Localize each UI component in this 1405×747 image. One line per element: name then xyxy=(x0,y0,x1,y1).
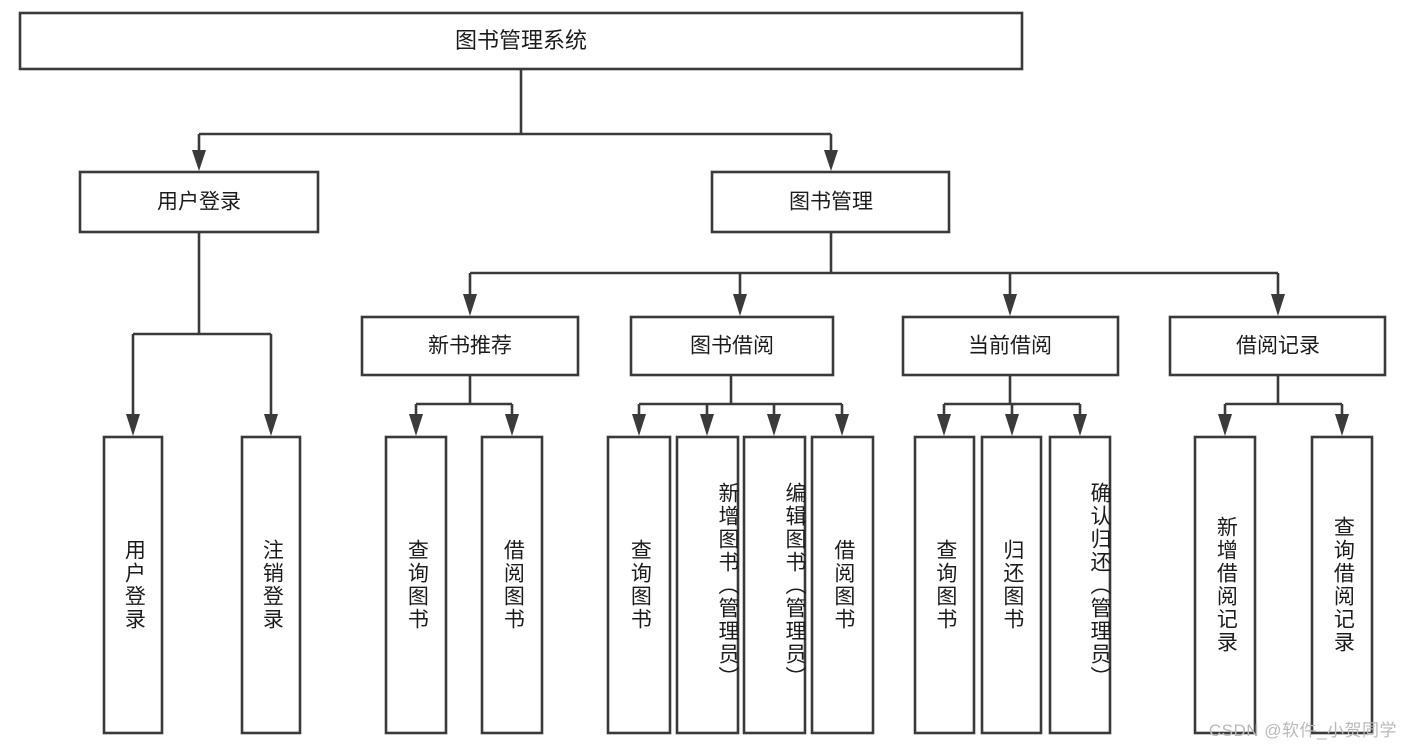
connector-currentborrow-to-leaves xyxy=(937,375,1087,436)
connector-bookmanage-to-level2 xyxy=(463,232,1285,316)
watermark-text: CSDN @软件_小贺同学 xyxy=(1208,721,1397,740)
node-box-leaf-logout-login[interactable] xyxy=(240,435,302,735)
leaf-boxes xyxy=(102,435,1374,735)
node-box-book-manage[interactable] xyxy=(710,170,951,234)
node-box-leaf-add-book[interactable] xyxy=(675,435,740,735)
arrow-head-icon xyxy=(1005,414,1019,436)
connector-userlogin-to-leaves xyxy=(126,232,278,436)
arrow-head-icon xyxy=(126,414,140,436)
node-current-borrow[interactable]: 当前借阅 xyxy=(901,315,1120,377)
node-root[interactable]: 图书管理系统 xyxy=(18,11,1024,71)
arrow-head-icon xyxy=(1073,414,1087,436)
arrow-head-icon xyxy=(700,414,714,436)
arrow-head-icon xyxy=(1003,294,1017,316)
arrow-head-icon xyxy=(505,414,519,436)
node-box-leaf-edit-book[interactable] xyxy=(742,435,807,735)
arrow-head-icon xyxy=(1271,294,1285,316)
node-book-borrow[interactable]: 图书借阅 xyxy=(629,315,835,377)
node-box-leaf-borrow-book-2[interactable] xyxy=(810,435,875,735)
node-box-leaf-confirm-return[interactable] xyxy=(1048,435,1112,735)
arrow-head-icon xyxy=(937,414,951,436)
arrow-head-icon xyxy=(824,150,838,171)
node-label-new-book-recommend: 新书推荐 xyxy=(428,335,512,358)
arrow-head-icon xyxy=(409,414,423,436)
node-box-leaf-query-book-2[interactable] xyxy=(606,435,672,735)
node-box-root[interactable] xyxy=(18,11,1024,71)
arrow-head-icon xyxy=(835,414,849,436)
node-box-leaf-borrow-book-1[interactable] xyxy=(480,435,544,735)
arrow-head-icon xyxy=(632,414,646,436)
node-new-book-recommend[interactable]: 新书推荐 xyxy=(360,315,580,377)
node-label-book-borrow: 图书借阅 xyxy=(690,335,774,358)
node-box-user-login[interactable] xyxy=(78,170,320,234)
node-borrow-record[interactable]: 借阅记录 xyxy=(1168,315,1387,377)
node-book-manage[interactable]: 图书管理 xyxy=(710,170,951,234)
arrow-head-icon xyxy=(1218,414,1232,436)
node-label-borrow-record: 借阅记录 xyxy=(1236,335,1320,358)
node-box-leaf-add-record[interactable] xyxy=(1193,435,1257,735)
connector-root-to-level1 xyxy=(192,69,838,171)
node-user-login[interactable]: 用户登录 xyxy=(78,170,320,234)
node-label-user-login: 用户登录 xyxy=(157,191,241,214)
arrow-head-icon xyxy=(463,294,477,316)
node-box-new-book-recommend[interactable] xyxy=(360,315,580,377)
node-label-book-manage: 图书管理 xyxy=(789,191,873,214)
node-box-borrow-record[interactable] xyxy=(1168,315,1387,377)
connector-bookborrow-to-leaves xyxy=(632,375,849,436)
node-label-root: 图书管理系统 xyxy=(455,28,587,53)
arrow-head-icon xyxy=(733,294,747,316)
arrow-head-icon xyxy=(767,414,781,436)
arrow-head-icon xyxy=(1335,414,1349,436)
node-box-book-borrow[interactable] xyxy=(629,315,835,377)
node-box-current-borrow[interactable] xyxy=(901,315,1120,377)
arrow-head-icon xyxy=(264,414,278,436)
node-box-leaf-user-login[interactable] xyxy=(102,435,164,735)
node-box-leaf-query-book-1[interactable] xyxy=(384,435,448,735)
arrow-head-icon xyxy=(192,150,206,171)
connector-newbook-to-leaves xyxy=(409,375,519,436)
node-box-leaf-query-book-3[interactable] xyxy=(913,435,976,735)
node-label-current-borrow: 当前借阅 xyxy=(968,335,1052,358)
connector-borrowrecord-to-leaves xyxy=(1218,375,1349,436)
node-box-leaf-return-book[interactable] xyxy=(980,435,1043,735)
node-box-leaf-query-record[interactable] xyxy=(1310,435,1374,735)
